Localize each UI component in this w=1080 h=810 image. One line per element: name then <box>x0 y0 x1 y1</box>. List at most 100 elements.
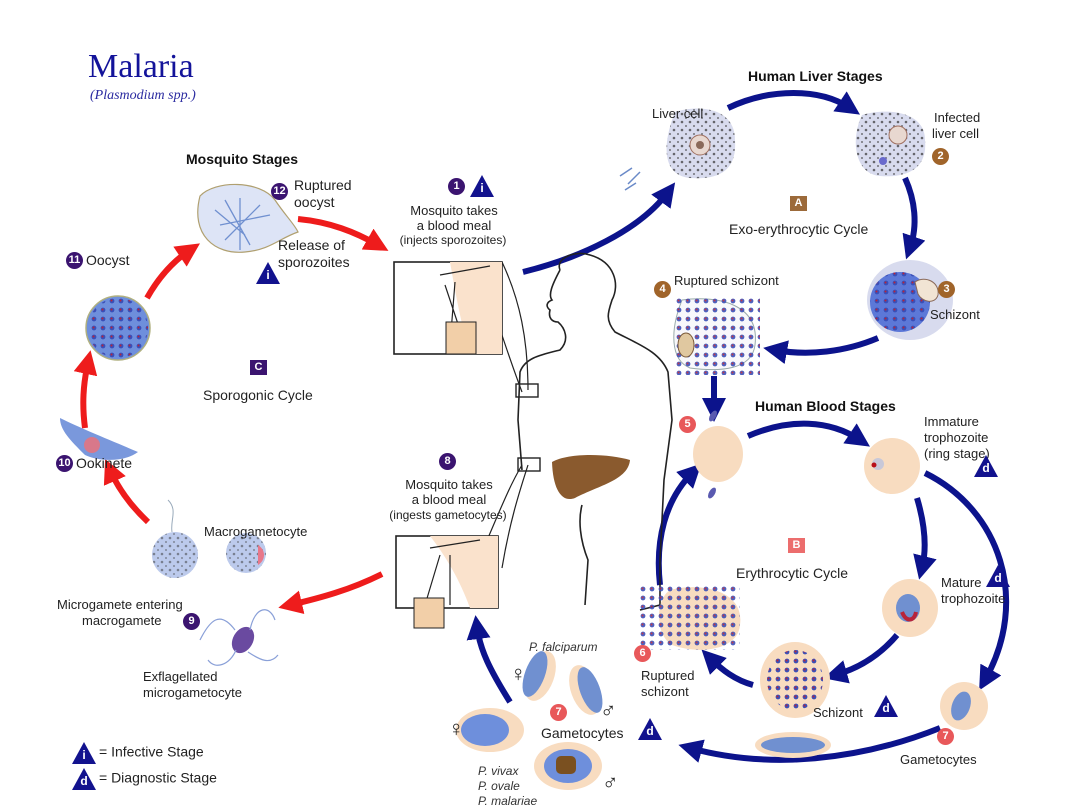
falciparum-gametocytes <box>522 651 603 715</box>
liver-ruptured-schizont <box>673 295 760 375</box>
exflagellated-label-2: microgametocyte <box>143 685 242 700</box>
section-mosquito-stages: Mosquito Stages <box>186 151 299 167</box>
human-cycle-arrows <box>466 90 1010 763</box>
p-malariae-label: P. malariae <box>478 794 538 808</box>
oocyst-label: Oocyst <box>86 252 130 268</box>
diagram-title: Malaria <box>88 48 194 85</box>
legend-diagnostic: d= Diagnostic Stage <box>72 768 217 790</box>
arrow-schizont-to-ruptured <box>763 335 880 364</box>
blood-schizont-label: Schizont <box>813 705 863 720</box>
infective-stage-icon-sporozoites: i <box>256 262 280 284</box>
infected-liver-cell <box>855 111 926 177</box>
macrogametocyte-label: Macrogametocyte <box>204 524 308 539</box>
step-10-badge: 10 <box>56 455 73 472</box>
arrow-rbc-to-ring <box>746 420 870 447</box>
vivax-gametocytes <box>456 708 602 790</box>
infected-liver-cell-label-2: liver cell <box>932 126 979 141</box>
blood-ruptured-schizont-label-2: schizont <box>641 684 689 699</box>
step-8-line1: Mosquito takes <box>405 477 493 492</box>
mosquito-cycle-arrows <box>73 216 389 614</box>
arrow-bite-to-gametes <box>278 571 384 614</box>
blood-ruptured-schizont <box>640 585 741 650</box>
immature-trophozoite-label-2: trophozoite <box>924 430 989 445</box>
diagnostic-stage-icon-mature: d <box>986 565 1010 587</box>
arrow-ruptured-to-bite <box>297 216 389 251</box>
infected-liver-cell-label-1: Infected <box>934 110 981 125</box>
arrow-infected-to-schizont <box>902 176 926 260</box>
cycle-c-label: Sporogonic Cycle <box>203 387 313 403</box>
liver-schizont <box>867 260 953 340</box>
cycle-b-label: Erythrocytic Cycle <box>736 565 849 581</box>
male-symbol-falciparum: ♂ <box>600 698 617 723</box>
arrow-ring-to-mature <box>913 497 937 580</box>
p-vivax-label: P. vivax <box>478 764 519 778</box>
diagnostic-legend-icon: d <box>72 768 96 790</box>
microgamete-label-2: macrogamete <box>82 613 162 628</box>
step-5-badge: 5 <box>679 416 696 433</box>
microgamete-entering-macrogamete <box>152 499 198 578</box>
legend-infective-text: = Infective Stage <box>99 743 204 760</box>
ookinete-label: Ookinete <box>76 455 133 471</box>
arrow-ring-to-gametocyte <box>923 470 1010 691</box>
step-4-badge: 4 <box>654 281 671 298</box>
arrow-gametocytes-to-mosquito <box>466 615 513 704</box>
ring-stage-cell <box>864 438 920 494</box>
exflagellated-microgametocyte <box>199 609 279 666</box>
legend-diagnostic-text: = Diagnostic Stage <box>99 769 217 786</box>
arrow-gametocyte-to-center <box>678 725 942 763</box>
female-symbol-vivax: ♀ <box>448 716 465 741</box>
cycle-a-label: Exo-erythrocytic Cycle <box>729 221 869 237</box>
arrow-ruptured-to-rbc-loop <box>655 463 702 586</box>
immature-trophozoite-label-1: Immature <box>924 414 979 429</box>
step-6-badge: 6 <box>634 645 651 662</box>
step-1-line3: (injects sporozoites) <box>399 233 507 247</box>
bite-site-marker-lower <box>517 457 541 472</box>
infective-stage-icon: i <box>470 175 494 197</box>
p-falciparum-label: P. falciparum <box>529 640 598 654</box>
arrow-liver-to-infected <box>726 90 860 115</box>
mature-trophozoite-label-2: trophozoite <box>941 591 1006 606</box>
legend-infective: i= Infective Stage <box>72 742 204 764</box>
step-1-badge: 1 <box>448 178 465 195</box>
immature-trophozoite-label-3: (ring stage) <box>924 446 990 461</box>
cycle-b-marker: B <box>788 538 805 553</box>
step-1-line2: a blood meal <box>416 218 492 233</box>
arrow-bite-to-liver <box>522 182 676 275</box>
arrow-oocyst-to-ruptured <box>144 243 200 300</box>
liver-ruptured-schizont-label: Ruptured schizont <box>674 273 779 288</box>
ruptured-oocyst-label-2: oocyst <box>294 194 335 210</box>
step-8-line3: (ingests gametocytes) <box>389 508 507 522</box>
diagnostic-stage-icon-ring: d <box>974 455 998 477</box>
blood-ruptured-schizont-label-1: Ruptured <box>641 668 695 683</box>
liver-organ <box>552 455 630 500</box>
step-11-badge: 11 <box>66 252 83 269</box>
diagram-subtitle: (Plasmodium spp.) <box>90 88 196 103</box>
microgamete-label-1: Microgamete entering <box>57 597 183 612</box>
bite-inset-upper <box>393 261 503 355</box>
human-figure <box>517 252 673 611</box>
step-8-line2: a blood meal <box>411 492 487 507</box>
ruptured-oocyst-label-1: Ruptured <box>294 177 352 193</box>
exflagellated-label-1: Exflagellated <box>143 669 218 684</box>
section-human-blood-stages: Human Blood Stages <box>755 398 896 414</box>
step-1-line1: Mosquito takes <box>410 203 498 218</box>
mature-trophozoite-cell <box>882 579 938 637</box>
step-3-badge: 3 <box>938 281 955 298</box>
arrow-ookinete-to-oocyst <box>73 350 98 429</box>
blood-schizont-cell <box>760 642 830 718</box>
step-2-badge: 2 <box>932 148 949 165</box>
diagnostic-stage-icon-gametocytes: d <box>638 718 662 740</box>
liver-cell-label: Liver cell <box>652 106 704 121</box>
gametocyte-cell-elongated <box>755 732 831 758</box>
gametocytes-label-right: Gametocytes <box>900 752 977 767</box>
arrow-mature-to-schizont <box>823 633 900 684</box>
step-8-badge: 8 <box>439 453 456 470</box>
macrogametocyte <box>226 533 266 573</box>
release-label-1: Release of <box>278 237 345 253</box>
red-blood-cell <box>693 410 743 499</box>
female-symbol-falciparum: ♀ <box>510 661 527 686</box>
cycle-a-marker: A <box>790 196 807 211</box>
arrow-schizont-to-ruptured-blood <box>701 649 754 688</box>
oocyst <box>85 295 151 361</box>
